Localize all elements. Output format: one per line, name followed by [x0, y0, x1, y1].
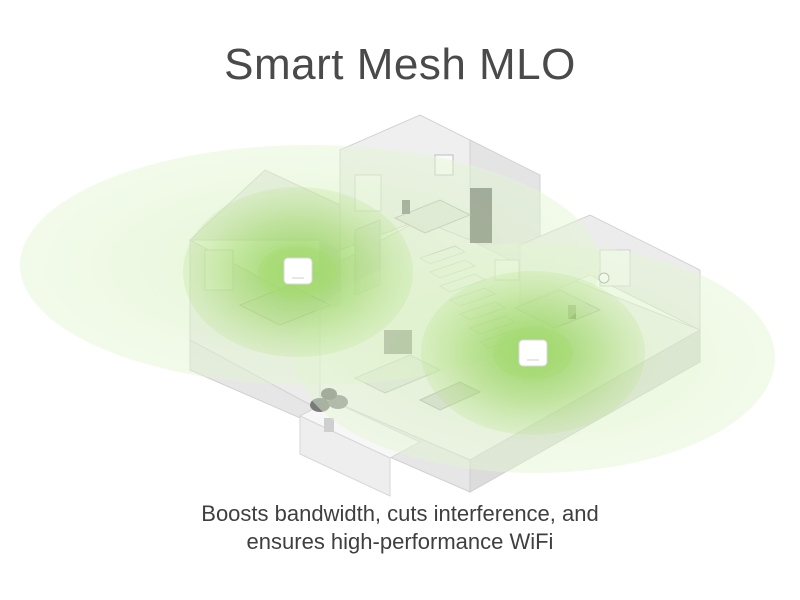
house-mesh-illustration: [20, 114, 775, 497]
caption-line-1: Boosts bandwidth, cuts interference, and: [201, 501, 599, 526]
mesh-router-right: [518, 339, 548, 367]
caption: Boosts bandwidth, cuts interference, and…: [0, 500, 800, 556]
page-title: Smart Mesh MLO: [224, 40, 576, 89]
caption-line-2: ensures high-performance WiFi: [246, 529, 554, 554]
mesh-router-left: [283, 257, 313, 285]
